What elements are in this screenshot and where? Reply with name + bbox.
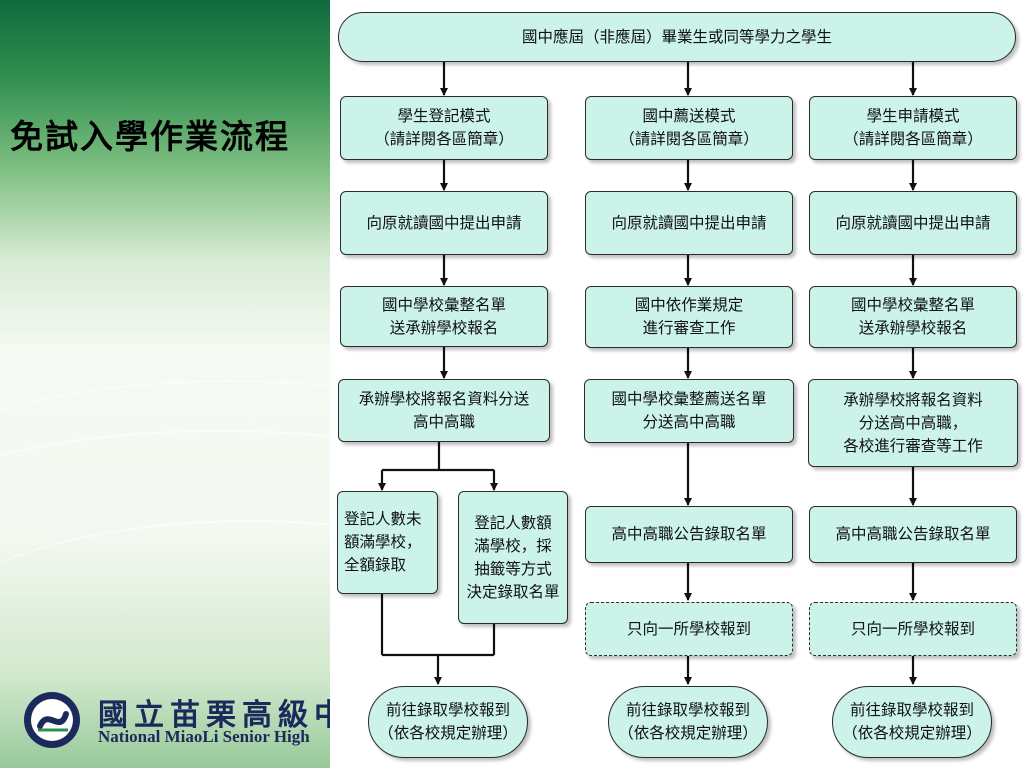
registration-apply-box: 向原就讀國中提出申請 bbox=[340, 191, 548, 255]
application-mode-box: 學生申請模式 （請詳閱各區簡章） bbox=[809, 96, 1017, 160]
registration-mode-box: 學生登記模式 （請詳閱各區簡章） bbox=[340, 96, 548, 160]
recommendation-announce-box: 高中高職公告錄取名單 bbox=[585, 506, 793, 563]
recommendation-mode-box: 國中薦送模式 （請詳閱各區簡章） bbox=[585, 96, 793, 160]
recommendation-compile-box: 國中學校彙整薦送名單 分送高中高職 bbox=[584, 379, 794, 443]
school-name-chinese: 國立苗栗高級中 bbox=[98, 698, 350, 733]
application-distribute-box: 承辦學校將報名資料 分送高中高職， 各校進行審查等工作 bbox=[808, 379, 1018, 467]
registration-enroll-box: 前往錄取學校報到 （依各校規定辦理） bbox=[368, 686, 528, 758]
registration-full-lottery-box: 登記人數額 滿學校，採 抽籤等方式 決定錄取名單 bbox=[458, 491, 568, 624]
registration-compile-box: 國中學校彙整名單 送承辦學校報名 bbox=[340, 286, 548, 347]
start-node-students: 國中應屆（非應屆）畢業生或同等學力之學生 bbox=[338, 12, 1016, 62]
slide-title: 免試入學作業流程 bbox=[10, 117, 290, 156]
recommendation-apply-box: 向原就讀國中提出申請 bbox=[585, 191, 793, 255]
school-name-english: National MiaoLi Senior High bbox=[98, 727, 310, 746]
recommendation-enroll-box: 前往錄取學校報到 （依各校規定辦理） bbox=[608, 686, 768, 758]
school-logo-icon bbox=[24, 692, 80, 748]
registration-distribute-box: 承辦學校將報名資料分送 高中高職 bbox=[338, 379, 550, 442]
slide-background bbox=[0, 0, 340, 768]
admission-flowchart: 國中應屆（非應屆）畢業生或同等學力之學生 學生登記模式 （請詳閱各區簡章） 向原… bbox=[330, 0, 1024, 768]
recommendation-report-one-box: 只向一所學校報到 bbox=[585, 602, 793, 656]
background-swoosh bbox=[0, 380, 340, 622]
application-report-one-box: 只向一所學校報到 bbox=[809, 602, 1017, 656]
registration-not-full-box: 登記人數未 額滿學校， 全額錄取 bbox=[337, 491, 438, 594]
background-swoosh bbox=[0, 430, 340, 692]
application-announce-box: 高中高職公告錄取名單 bbox=[809, 506, 1017, 563]
application-compile-box: 國中學校彙整名單 送承辦學校報名 bbox=[809, 286, 1017, 348]
flowchart-connectors bbox=[378, 62, 917, 685]
application-enroll-box: 前往錄取學校報到 （依各校規定辦理） bbox=[832, 686, 992, 758]
application-apply-box: 向原就讀國中提出申請 bbox=[809, 191, 1017, 255]
recommendation-review-box: 國中依作業規定 進行審查工作 bbox=[585, 286, 793, 348]
